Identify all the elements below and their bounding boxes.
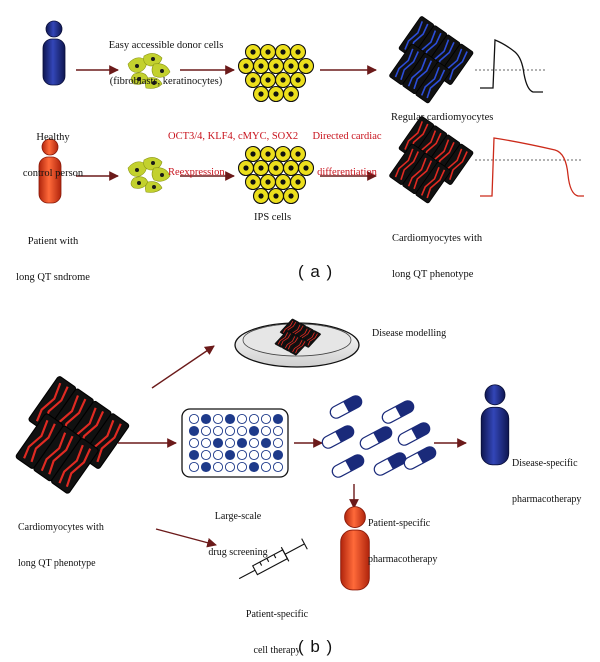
- patient-specific-label-line: pharmacotherapy: [368, 554, 438, 565]
- plate-well: [236, 413, 248, 425]
- plate-well: [212, 437, 224, 449]
- regular-action-potential-trace: [475, 39, 545, 93]
- healthy-person-label: Healthy control person: [6, 108, 100, 192]
- lqt-label-line: long QT phenotype: [392, 269, 474, 280]
- regular-cardiomyocytes-label: Regular cardiomyocytes: [391, 112, 494, 123]
- plate-well: [236, 461, 248, 473]
- source-label-line: Cardiomyocytes with: [18, 522, 104, 533]
- disease-specific-person-icon: [480, 384, 510, 466]
- plate-well: [224, 425, 236, 437]
- panel-b-label: ( b ): [298, 637, 334, 656]
- plate-well: [212, 449, 224, 461]
- screening-label-line: Large-scale: [214, 511, 262, 522]
- plate-well: [224, 437, 236, 449]
- plate-well: [272, 449, 284, 461]
- healthy-person-icon: [42, 20, 66, 86]
- plate-well: [236, 437, 248, 449]
- lqt-label-line: Cardiomyocytes with: [392, 233, 483, 244]
- source-label-line: long QT phenotype: [18, 558, 96, 569]
- reprogramming-label-line: Reexpression: [168, 167, 225, 178]
- plate-well: [188, 437, 200, 449]
- donor-cells-label: Easy accessible donor cells (fibroblasts…: [96, 16, 236, 100]
- plate-well: [200, 437, 212, 449]
- syringe-icon: [238, 538, 308, 580]
- patient-specific-person-icon: [340, 506, 370, 591]
- disease-specific-label-line: Disease-specific: [512, 458, 578, 469]
- cell-therapy-label: Patient-specific cell therapy: [234, 585, 320, 662]
- well-plate-icon: [181, 408, 289, 478]
- arrow-to-disease-modelling: [151, 345, 215, 389]
- donor-cells-label-line: (fibroblasts, keratinocytes): [109, 76, 223, 87]
- plate-well: [200, 413, 212, 425]
- plate-well: [224, 461, 236, 473]
- plate-well: [212, 425, 224, 437]
- patient-person-label: Patient with long QT sndrome: [8, 212, 98, 296]
- plate-well: [212, 461, 224, 473]
- lqt-cardiomyocytes-icon: [382, 116, 473, 208]
- plate-well: [188, 425, 200, 437]
- panel-a: [38, 16, 584, 208]
- plate-well: [236, 449, 248, 461]
- ips-cells-icon: [237, 43, 315, 103]
- plate-well: [260, 413, 272, 425]
- plate-well: [272, 413, 284, 425]
- plate-well: [236, 425, 248, 437]
- drug-screening-label: Large-scale drug screening: [190, 487, 286, 571]
- plate-well: [260, 461, 272, 473]
- plate-well: [224, 449, 236, 461]
- plate-well: [200, 425, 212, 437]
- lqt-action-potential-trace: [475, 137, 584, 197]
- lqt-cardiomyocytes-label: Cardiomyocytes with long QT phenotype: [392, 209, 482, 293]
- donor-cells-label-line: Easy accessible donor cells: [108, 40, 224, 51]
- plate-well: [248, 449, 260, 461]
- panel-a-label: ( a ): [298, 262, 334, 281]
- disease-modelling-label: Disease modelling: [372, 328, 447, 339]
- plate-well: [260, 425, 272, 437]
- ips-cells-label: IPS cells: [254, 212, 292, 223]
- plate-well: [248, 437, 260, 449]
- regular-cardiomyocytes-icon: [382, 16, 473, 108]
- screening-label-line: drug screening: [208, 547, 268, 558]
- healthy-label-line: control person: [22, 168, 84, 179]
- plate-well: [188, 449, 200, 461]
- plate-well: [248, 413, 260, 425]
- plate-well: [260, 449, 272, 461]
- source-cardiomyocytes-label: Cardiomyocytes with long QT phenotype: [18, 498, 104, 582]
- differentiation-label-line: Directed cardiac: [312, 131, 382, 142]
- lqt-cardiomyocytes-source-icon: [6, 376, 129, 501]
- plate-well: [188, 413, 200, 425]
- reprogramming-label-line: OCT3/4, KLF4, cMYC, SOX2: [168, 131, 299, 142]
- plate-well: [188, 461, 200, 473]
- differentiation-label: Directed cardiac differentiation: [304, 107, 390, 191]
- healthy-label-line: Healthy: [36, 132, 70, 143]
- patient-specific-label-line: Patient-specific: [368, 518, 431, 529]
- disease-specific-label-line: pharmacotherapy: [512, 494, 582, 505]
- pills-icon: [319, 393, 439, 480]
- plate-well: [272, 425, 284, 437]
- plate-well: [272, 461, 284, 473]
- patient-specific-pharmacotherapy-label: Patient-specific pharmacotherapy: [368, 494, 437, 578]
- plate-well: [248, 461, 260, 473]
- panel-b: [6, 319, 510, 591]
- cell-therapy-label-line: cell therapy: [253, 645, 301, 656]
- plate-well: [272, 437, 284, 449]
- plate-well: [224, 413, 236, 425]
- disease-specific-label: Disease-specific pharmacotherapy: [512, 434, 581, 518]
- plate-well: [200, 449, 212, 461]
- patient-label-line: Patient with: [27, 236, 79, 247]
- patient-label-line: long QT sndrome: [16, 272, 90, 283]
- plate-well: [248, 425, 260, 437]
- plate-well: [212, 413, 224, 425]
- differentiation-label-line: differentiation: [317, 167, 377, 178]
- plate-well: [260, 437, 272, 449]
- plate-well: [200, 461, 212, 473]
- cell-therapy-label-line: Patient-specific: [245, 609, 309, 620]
- fibroblast-cells-icon: [127, 156, 171, 193]
- petri-dish-icon: [234, 319, 360, 368]
- arrow-to-cell-therapy: [155, 528, 217, 548]
- reprogramming-label: OCT3/4, KLF4, cMYC, SOX2 Reexpression: [168, 107, 298, 191]
